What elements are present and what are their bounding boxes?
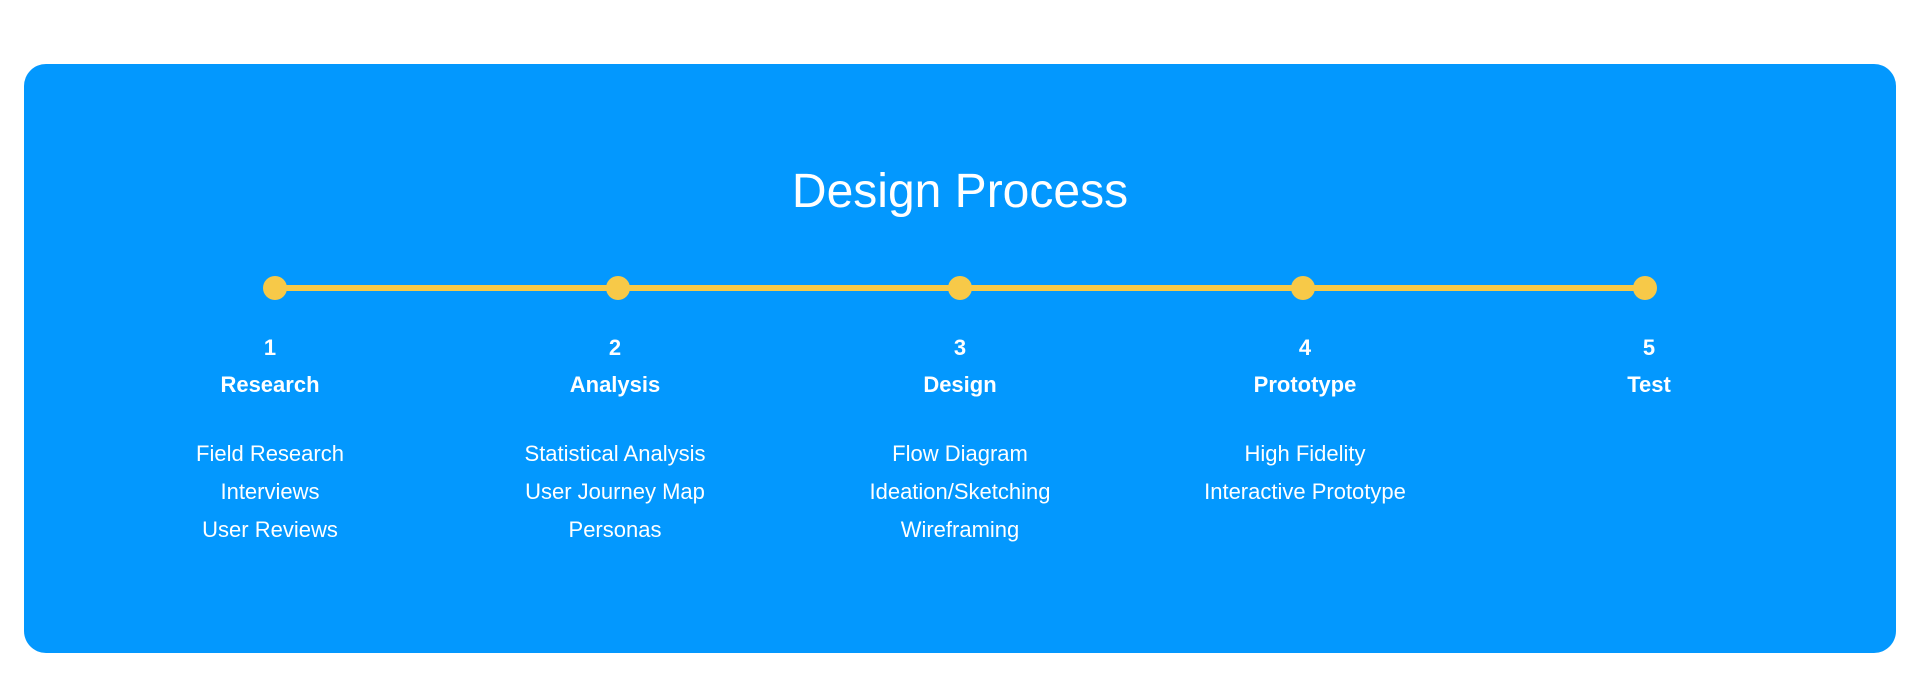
step-number: 1: [263, 335, 277, 360]
step-item-list: Field Research Interviews User Reviews: [110, 435, 430, 549]
step-number: 4: [1298, 335, 1312, 360]
step-item: Ideation/Sketching: [869, 479, 1051, 504]
step-item: User Reviews: [202, 517, 338, 542]
step-item: Flow Diagram: [892, 441, 1028, 466]
step-title: Design: [923, 372, 997, 397]
page-title: Design Process: [791, 165, 1129, 218]
step-item: Field Research: [196, 441, 344, 466]
timeline-node-2: [606, 276, 630, 300]
step-research: 1 Research Field Research Interviews Use…: [110, 334, 430, 549]
step-prototype: 4 Prototype High Fidelity Interactive Pr…: [1145, 334, 1465, 511]
step-item: User Journey Map: [525, 479, 705, 504]
step-item-list: Statistical Analysis User Journey Map Pe…: [455, 435, 775, 549]
step-item: Wireframing: [900, 517, 1020, 542]
step-title: Test: [1627, 372, 1671, 397]
step-title: Analysis: [569, 372, 661, 397]
step-item: Interactive Prototype: [1204, 479, 1406, 504]
timeline-node-3: [948, 276, 972, 300]
step-item: Personas: [568, 517, 662, 542]
step-item: High Fidelity: [1244, 441, 1366, 466]
step-number: 3: [953, 335, 967, 360]
timeline-node-1: [263, 276, 287, 300]
design-process-panel: Design Process 1 Research Field Research…: [24, 64, 1896, 653]
step-item: Statistical Analysis: [524, 441, 706, 466]
step-item-list: Flow Diagram Ideation/Sketching Wirefram…: [800, 435, 1120, 549]
step-item: Interviews: [220, 479, 320, 504]
step-analysis: 2 Analysis Statistical Analysis User Jou…: [455, 334, 775, 549]
timeline-node-5: [1633, 276, 1657, 300]
step-number: 5: [1642, 335, 1656, 360]
step-design: 3 Design Flow Diagram Ideation/Sketching…: [800, 334, 1120, 549]
timeline-node-4: [1291, 276, 1315, 300]
step-test: 5 Test: [1489, 334, 1809, 399]
step-title: Research: [220, 372, 320, 397]
step-number: 2: [608, 335, 622, 360]
step-title: Prototype: [1253, 372, 1357, 397]
step-item-list: High Fidelity Interactive Prototype: [1145, 435, 1465, 511]
